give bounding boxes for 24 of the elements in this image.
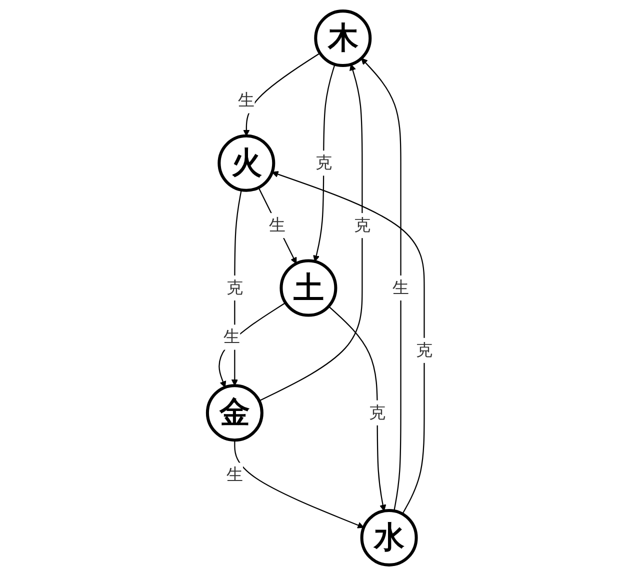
edge-label: 生 xyxy=(238,91,255,110)
node-circle: 火 xyxy=(218,134,276,192)
node-circle: 木 xyxy=(314,10,372,68)
edge-label: 生 xyxy=(223,328,240,347)
arrow xyxy=(272,171,425,514)
edge-label: 生 xyxy=(226,466,244,485)
edge-label: 克 xyxy=(315,154,332,173)
node-circle: 水 xyxy=(360,508,418,566)
arrow xyxy=(328,306,386,512)
edge-label: 克 xyxy=(368,403,386,422)
edge-label: 生 xyxy=(392,278,410,298)
edge-label: 克 xyxy=(416,340,433,360)
edge-label: 生 xyxy=(269,216,286,236)
node-circle: 金 xyxy=(206,384,264,442)
arrow xyxy=(258,64,363,402)
node-circle: 土 xyxy=(280,259,338,317)
edge-label: 克 xyxy=(354,216,371,236)
edge-label: 克 xyxy=(226,278,244,298)
arrow xyxy=(258,187,297,264)
arrow xyxy=(234,440,364,528)
arrow xyxy=(313,64,336,262)
arrow xyxy=(361,58,402,512)
arrow xyxy=(218,302,286,388)
arrow xyxy=(243,52,320,136)
